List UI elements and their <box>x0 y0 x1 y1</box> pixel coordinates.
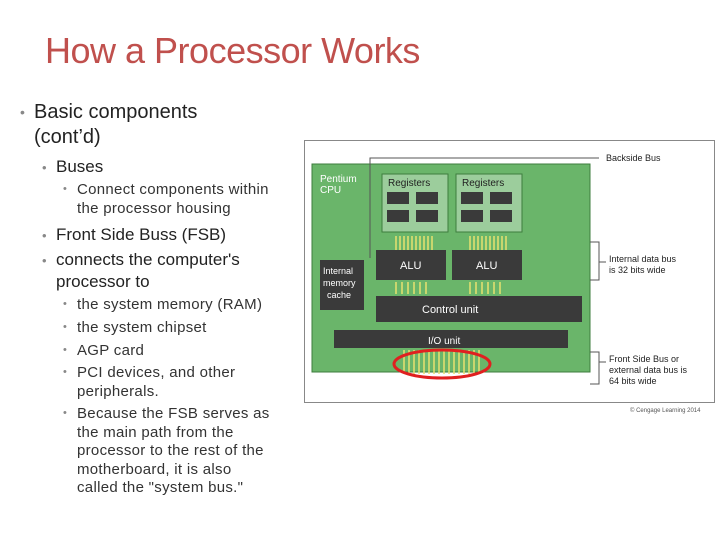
cpu-label: CPU <box>320 185 341 196</box>
bullet-text: processor to <box>56 272 150 291</box>
bullet-icon: • <box>63 366 67 378</box>
internal-memory-cache <box>320 260 364 310</box>
bullet-icon: • <box>63 298 67 310</box>
fsb-label-2: external data bus is <box>609 365 688 375</box>
bullet-text: the system memory (RAM) <box>77 296 263 313</box>
bullet-icon: • <box>42 160 47 175</box>
bullet-text: Buses <box>56 157 104 176</box>
bullet-icon: • <box>63 407 67 419</box>
bullet-text: PCI devices, and other <box>77 364 236 381</box>
bullet-text: Connect components within <box>77 181 269 198</box>
bullet-icon: • <box>42 253 47 268</box>
bullet-icon: • <box>63 321 67 333</box>
alu-label-left: ALU <box>400 260 421 272</box>
control-unit <box>376 296 582 322</box>
bullet-text: motherboard, it is also <box>77 461 232 478</box>
alu-left <box>376 250 446 280</box>
fsb-bracket <box>590 351 600 385</box>
bullet-text: (cont’d) <box>34 126 101 148</box>
bullet-text: Basic components <box>34 101 198 123</box>
bullet-icon: • <box>63 344 67 356</box>
backside-bus-arrow <box>369 157 599 258</box>
fsb-label-3: 64 bits wide <box>609 376 657 386</box>
bullet-icon: • <box>42 228 47 243</box>
alu-label-right: ALU <box>476 260 497 272</box>
internal-bus-label-1: Internal data bus <box>609 254 677 264</box>
bullet-text: AGP card <box>77 342 145 359</box>
cache-label-3: cache <box>327 290 351 300</box>
bullet-icon: • <box>63 183 67 195</box>
highlight-circle <box>392 348 492 380</box>
cache-label-2: memory <box>323 278 356 288</box>
bullet-text: the processor housing <box>77 200 231 217</box>
bullet-text: processor to the rest of the <box>77 442 264 459</box>
bullet-text: Because the FSB serves as <box>77 405 270 422</box>
backside-bus-label: Backside Bus <box>606 153 661 163</box>
fsb-label-1: Front Side Bus or <box>609 354 679 364</box>
registers-label-right: Registers <box>462 178 504 189</box>
pentium-label: Pentium <box>320 174 357 185</box>
bullet-icon: • <box>20 104 25 120</box>
bullet-text: connects the computer's <box>56 250 240 269</box>
internal-bus-bracket <box>590 241 600 281</box>
alu-right <box>452 250 522 280</box>
slide-title: How a Processor Works <box>45 30 420 71</box>
registers-label-left: Registers <box>388 178 430 189</box>
control-unit-label: Control unit <box>422 304 478 316</box>
alu-bus-lines <box>395 282 501 294</box>
copyright-label: © Cengage Learning 2014 <box>630 407 701 414</box>
internal-bus-label-2: is 32 bits wide <box>609 265 666 275</box>
bullet-text: called the "system bus." <box>77 479 244 496</box>
bullet-text: Front Side Buss (FSB) <box>56 225 227 244</box>
register-bus-lines <box>395 236 507 250</box>
bullet-text: the system chipset <box>77 319 207 336</box>
io-unit <box>334 330 568 348</box>
bullet-text: the main path from the <box>77 424 234 441</box>
register-cells <box>387 192 512 222</box>
cache-label-1: Internal <box>323 266 353 276</box>
bullet-text: peripherals. <box>77 383 159 400</box>
processor-diagram: Pentium CPU Registers Registers Internal… <box>304 140 715 414</box>
io-unit-label: I/O unit <box>428 336 460 347</box>
